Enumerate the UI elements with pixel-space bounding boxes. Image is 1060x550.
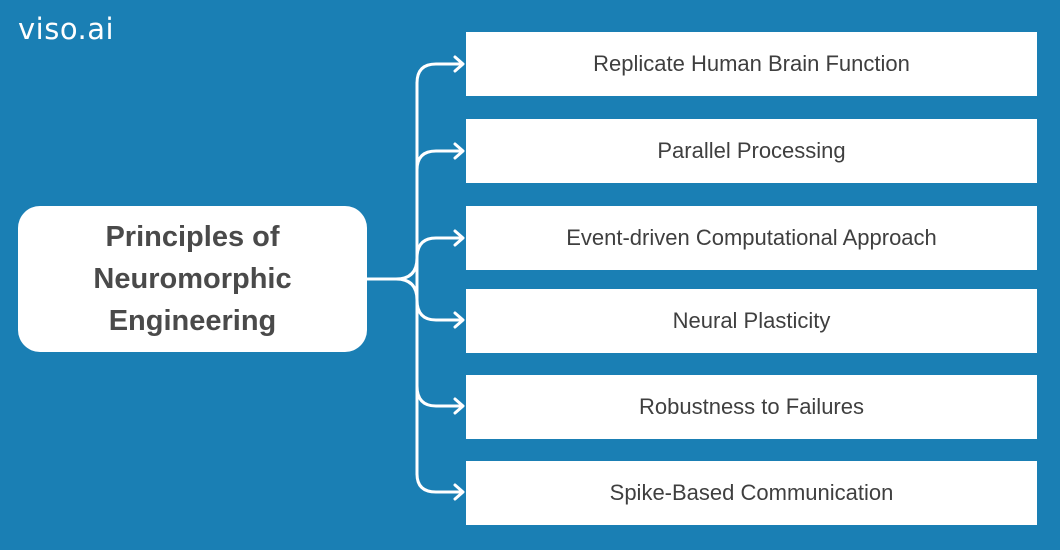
- central-concept-box: Principles of Neuromorphic Engineering: [18, 206, 367, 352]
- principle-label: Parallel Processing: [657, 138, 846, 163]
- principle-box: Robustness to Failures: [466, 375, 1037, 439]
- central-concept-title: Principles of Neuromorphic Engineering: [93, 221, 292, 337]
- principle-box: Replicate Human Brain Function: [466, 32, 1037, 96]
- principle-box: Spike-Based Communication: [466, 461, 1037, 525]
- principle-box: Event-driven Computational Approach: [466, 206, 1037, 270]
- principle-label: Robustness to Failures: [639, 394, 864, 419]
- principle-label: Event-driven Computational Approach: [566, 225, 937, 250]
- principle-box: Neural Plasticity: [466, 289, 1037, 353]
- brand-logo: viso.ai: [18, 12, 115, 46]
- principle-label: Replicate Human Brain Function: [593, 51, 910, 76]
- principle-box: Parallel Processing: [466, 119, 1037, 183]
- principle-label: Neural Plasticity: [672, 308, 831, 333]
- principle-label: Spike-Based Communication: [609, 480, 894, 505]
